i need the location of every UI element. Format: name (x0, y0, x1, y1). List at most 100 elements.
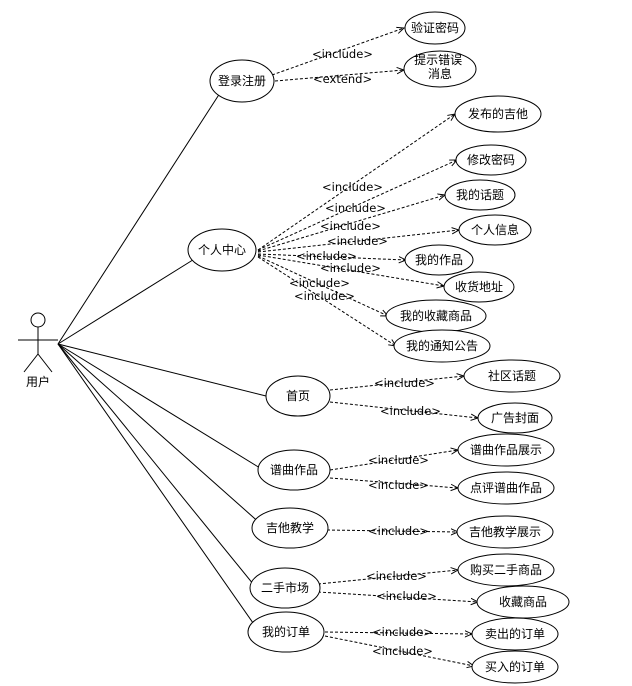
assoc-home (57, 343, 267, 397)
uc-community-topics[interactable]: 社区话题 (463, 359, 561, 393)
uc-teaching-display-label: 吉他教学展示 (469, 524, 541, 539)
uc-review-scores[interactable]: 点评谱曲作品 (457, 471, 555, 505)
uc-my-favorites-label: 我的收藏商品 (400, 308, 472, 323)
uc-my-orders[interactable]: 我的订单 (247, 611, 325, 653)
label-include: <include> (368, 478, 429, 492)
uc-favorite-goods-label: 收藏商品 (499, 594, 547, 609)
uc-scores-display-label: 谱曲作品展示 (470, 443, 542, 457)
uc-publish-guitar-label: 发布的吉他 (468, 106, 528, 121)
uc-my-favorites[interactable]: 我的收藏商品 (385, 299, 487, 333)
label-include: <include> (380, 404, 441, 418)
uc-ad-cover-label: 广告封面 (491, 411, 539, 425)
uc-change-password-label: 修改密码 (467, 152, 515, 167)
dep-pc-favorites (257, 255, 388, 316)
use-cases: 登录注册 验证密码 提示错误 消息 个人中心 发布的吉他 修改密码 我的话 (187, 11, 570, 684)
assoc-personal-center (57, 257, 197, 345)
assoc-guitar-teaching (57, 343, 263, 526)
dep-orders-bought (324, 635, 474, 666)
uc-login[interactable]: 登录注册 (209, 59, 275, 103)
assoc-scores (57, 343, 261, 469)
uc-favorite-goods[interactable]: 收藏商品 (476, 585, 570, 619)
label-include: <include> (372, 644, 433, 658)
label-extend: <extend> (313, 72, 372, 86)
dep-teaching-display (326, 530, 458, 532)
actor-label: 用户 (26, 374, 50, 389)
uc-sold-orders[interactable]: 卖出的订单 (471, 617, 559, 651)
uc-buy-second-hand[interactable]: 购买二手商品 (457, 553, 555, 587)
actor-user: 用户 (18, 312, 58, 389)
dep-pc-address (257, 254, 444, 286)
label-include: <include> (376, 589, 437, 603)
uc-guitar-teaching-label: 吉他教学 (266, 520, 314, 535)
uc-my-works-label: 我的作品 (415, 252, 463, 267)
label-include: <include> (320, 261, 381, 275)
dep-pc-notices (257, 256, 396, 346)
uc-ad-cover[interactable]: 广告封面 (477, 402, 553, 434)
uc-shipping-address[interactable]: 收货地址 (443, 271, 515, 303)
actor-head (30, 312, 46, 328)
dep-orders-sold (324, 632, 472, 634)
uc-my-topics-label: 我的话题 (456, 187, 504, 202)
uc-community-topics-label: 社区话题 (488, 368, 536, 383)
uc-login-label: 登录注册 (218, 73, 266, 88)
dep-login-verify (271, 28, 404, 76)
associations (57, 92, 267, 631)
uc-scores-label: 谱曲作品 (270, 463, 318, 477)
uc-error-message[interactable]: 提示错误 消息 (403, 50, 477, 88)
uc-bought-orders[interactable]: 买入的订单 (471, 650, 559, 684)
dep-scores-review (329, 477, 458, 488)
dep-second-favorite (317, 591, 478, 602)
label-include: <include> (366, 569, 427, 583)
uc-verify-password-label: 验证密码 (411, 20, 459, 35)
uc-personal-info[interactable]: 个人信息 (458, 214, 532, 246)
uc-my-topics[interactable]: 我的话题 (444, 179, 516, 211)
uc-scores-display[interactable]: 谱曲作品展示 (457, 433, 555, 467)
label-include: <include> (312, 47, 373, 61)
uc-my-works[interactable]: 我的作品 (404, 244, 474, 276)
uc-sold-orders-label: 卖出的订单 (485, 626, 545, 641)
label-include: <include> (372, 625, 433, 639)
uc-buy-second-hand-label: 购买二手商品 (470, 562, 542, 577)
assoc-login (57, 92, 221, 345)
label-include: <include> (296, 249, 357, 263)
dep-pc-password (257, 160, 457, 251)
assoc-second-hand (57, 343, 259, 591)
uc-home[interactable]: 首页 (265, 375, 331, 417)
relation-labels: <include> <extend> <include> <include> <… (289, 47, 441, 658)
actor-right-leg (37, 353, 53, 373)
label-include: <include> (368, 524, 429, 538)
label-include: <include> (320, 219, 381, 233)
dep-pc-info (257, 230, 459, 253)
dep-pc-topics (257, 195, 445, 252)
uc-change-password[interactable]: 修改密码 (455, 144, 527, 176)
uc-second-hand[interactable]: 二手市场 (249, 567, 321, 609)
uc-publish-guitar[interactable]: 发布的吉他 (454, 95, 542, 133)
label-include: <include> (294, 289, 355, 303)
uc-guitar-teaching[interactable]: 吉他教学 (251, 507, 329, 549)
dep-login-error (274, 70, 404, 82)
label-include: <include> (322, 180, 383, 194)
uc-my-notices[interactable]: 我的通知公告 (393, 329, 491, 363)
uc-personal-center[interactable]: 个人中心 (187, 228, 257, 272)
uc-personal-center-label: 个人中心 (198, 242, 246, 257)
uc-verify-password[interactable]: 验证密码 (404, 11, 466, 45)
label-include: <include> (327, 234, 388, 248)
dep-second-buy (317, 570, 458, 585)
dep-home-community (329, 376, 464, 391)
uc-bought-orders-label: 买入的订单 (485, 659, 545, 674)
assoc-my-orders (57, 343, 259, 631)
label-include: <include> (368, 453, 429, 467)
label-include: <include> (325, 201, 386, 215)
uc-scores[interactable]: 谱曲作品 (257, 449, 331, 491)
uc-shipping-address-label: 收货地址 (455, 279, 503, 294)
label-include: <include> (374, 376, 435, 390)
uc-review-scores-label: 点评谱曲作品 (470, 481, 542, 495)
uc-my-orders-label: 我的订单 (262, 624, 310, 639)
dep-scores-display (329, 450, 458, 471)
uc-home-label: 首页 (286, 389, 310, 403)
actor-left-leg (23, 353, 39, 373)
uc-teaching-display[interactable]: 吉他教学展示 (456, 515, 554, 549)
uc-error-message-label: 提示错误 消息 (414, 52, 466, 81)
uc-my-notices-label: 我的通知公告 (406, 338, 478, 353)
